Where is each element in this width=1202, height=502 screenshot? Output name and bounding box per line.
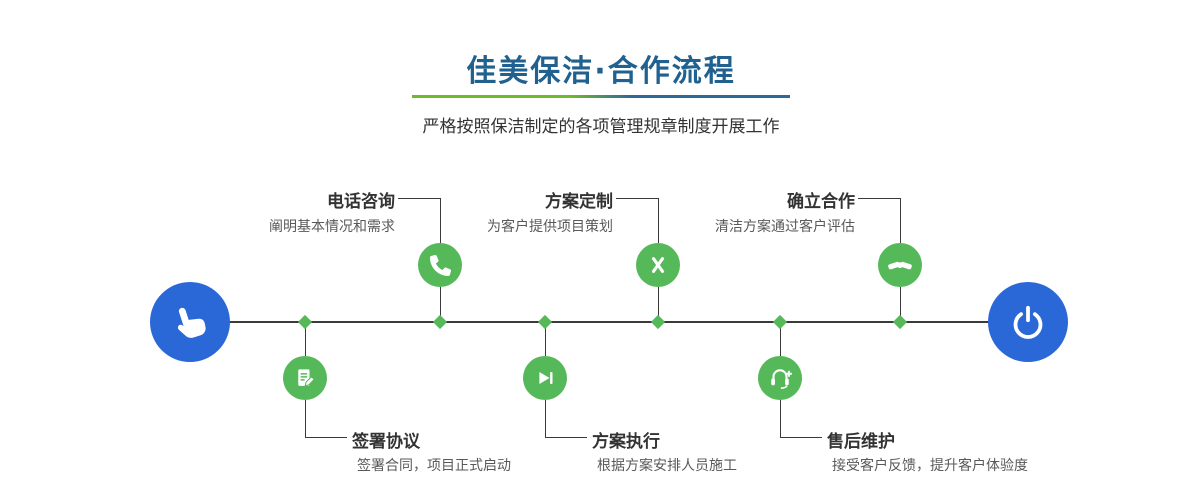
node-stem-line (545, 323, 546, 356)
node-stem-line (780, 323, 781, 356)
timeline-marker (432, 314, 448, 330)
pen-ruler-icon (651, 257, 665, 273)
step-title: 签署协议 (352, 432, 420, 452)
label-connector-line (545, 437, 587, 438)
node-stem-line (658, 287, 659, 322)
headset-icon (771, 369, 792, 389)
label-connector-line (440, 198, 441, 243)
timeline-marker (297, 314, 313, 330)
label-connector-line (616, 198, 658, 199)
label-connector-line (545, 400, 546, 437)
step-title: 方案定制 (545, 192, 613, 212)
play-icon (539, 372, 553, 384)
timeline-marker (892, 314, 908, 330)
step-node (283, 356, 327, 400)
step-desc: 接受客户反馈，提升客户体验度 (832, 458, 1028, 474)
step-title: 方案执行 (592, 432, 660, 452)
label-connector-line (305, 437, 347, 438)
timeline-marker (772, 314, 788, 330)
label-connector-line (858, 198, 900, 199)
power-icon (1013, 305, 1043, 339)
step-node (523, 356, 567, 400)
label-connector-line (900, 198, 901, 243)
step-node (636, 243, 680, 287)
contract-icon (298, 369, 315, 387)
step-node (418, 243, 462, 287)
step-title: 确立合作 (787, 192, 855, 212)
node-stem-line (440, 287, 441, 322)
node-stem-line (305, 323, 306, 356)
label-connector-line (780, 400, 781, 437)
timeline-line (190, 321, 1028, 323)
label-connector-line (780, 437, 822, 438)
step-desc: 阐明基本情况和需求 (269, 219, 395, 235)
hand-pointer-icon (177, 307, 206, 338)
handshake-icon (888, 261, 912, 270)
flow-start-node (150, 282, 230, 362)
label-connector-line (398, 198, 440, 199)
label-connector-line (658, 198, 659, 243)
flow-end-node (988, 282, 1068, 362)
step-node (758, 356, 802, 400)
step-node (878, 243, 922, 287)
step-desc: 根据方案安排人员施工 (597, 458, 737, 474)
page-subtitle: 严格按照保洁制定的各项管理规章制度开展工作 (422, 117, 780, 137)
step-desc: 签署合同，项目正式启动 (357, 458, 511, 474)
phone-icon (429, 254, 451, 276)
step-desc: 清洁方案通过客户评估 (715, 219, 855, 235)
label-connector-line (305, 400, 306, 437)
node-stem-line (900, 287, 901, 322)
title-underline (412, 95, 790, 98)
step-title: 售后维护 (827, 432, 895, 452)
timeline-marker (537, 314, 553, 330)
step-desc: 为客户提供项目策划 (487, 219, 613, 235)
timeline-marker (650, 314, 666, 330)
step-title: 电话咨询 (327, 192, 395, 212)
page-title: 佳美保洁·合作流程 (466, 54, 736, 89)
